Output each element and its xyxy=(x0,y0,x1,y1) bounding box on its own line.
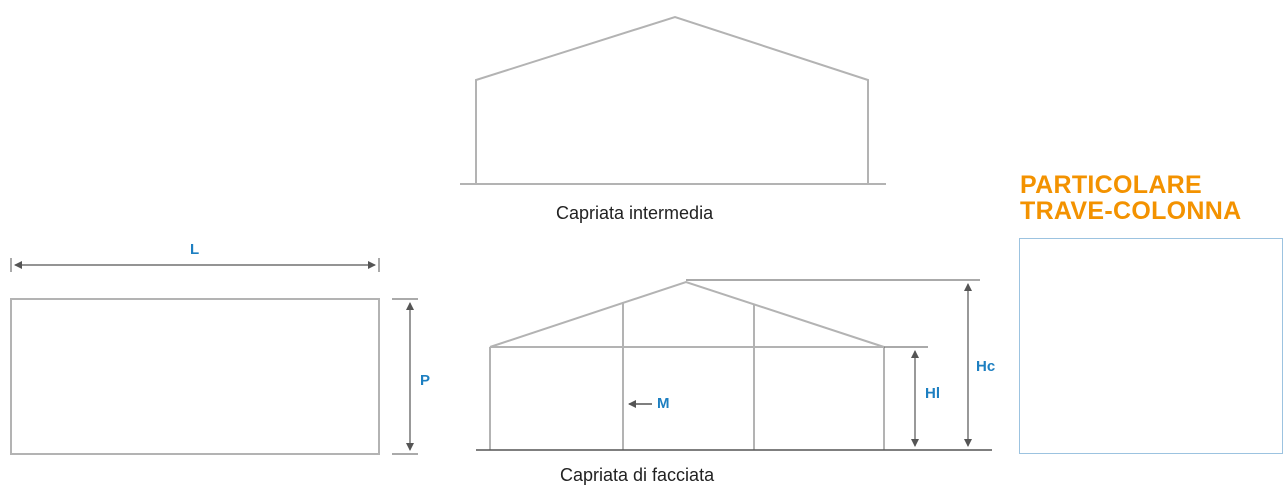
modulus-label: M xyxy=(657,395,670,412)
facade-truss xyxy=(489,280,885,450)
detail-title-line1: PARTICOLARE xyxy=(1020,171,1202,199)
length-label: L xyxy=(190,241,200,258)
intermediate-truss-frame xyxy=(475,15,869,184)
detail-title-line2: TRAVE-COLONNA xyxy=(1020,197,1242,225)
eave-height-label: Hl xyxy=(925,385,940,402)
intermediate-truss xyxy=(460,15,886,185)
depth-label: P xyxy=(420,372,431,389)
plan-view xyxy=(10,258,418,455)
ridge-height-label: Hc xyxy=(976,358,996,375)
plan-rectangle xyxy=(10,298,380,455)
facade-truss-rafters xyxy=(489,280,885,348)
intermediate-truss-caption: Capriata intermedia xyxy=(556,203,714,223)
facade-truss-caption: Capriata di facciata xyxy=(560,465,715,485)
detail-image-frame xyxy=(1019,238,1283,454)
